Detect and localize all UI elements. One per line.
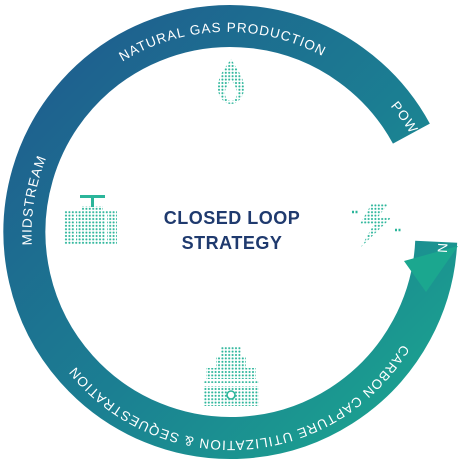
cycle-arrow-head bbox=[404, 246, 458, 292]
gas-flame-icon bbox=[217, 58, 245, 104]
lightning-bolt-icon bbox=[352, 203, 402, 247]
center-title-line2: STRATEGY bbox=[182, 233, 283, 253]
center-title-line1: CLOSED LOOP bbox=[164, 208, 301, 228]
cycle-ring bbox=[3, 5, 458, 459]
pipeline-valve-icon bbox=[64, 195, 117, 245]
carbon-capture-tank-icon bbox=[203, 347, 259, 406]
